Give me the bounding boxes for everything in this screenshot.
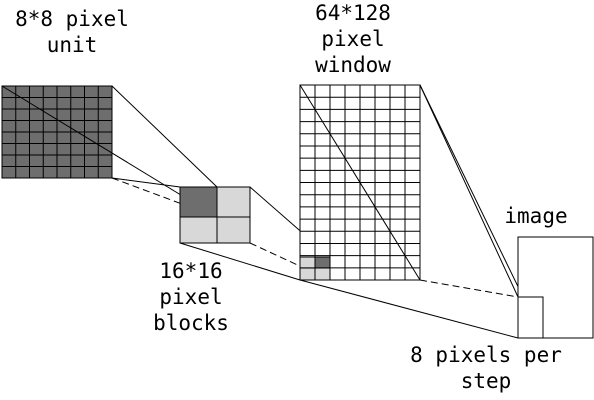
block-to-window-line-bottom (249, 242, 331, 281)
label-pixel-window-line1: 64*128 (315, 1, 391, 25)
window-to-image-line-bottom (419, 279, 519, 298)
block-cell-light (216, 216, 251, 244)
label-pixel-blocks-line2: pixel (159, 285, 223, 309)
label-pixel-window-line2: pixel (321, 27, 385, 51)
label-pixel-unit: 8*8 pixel unit (0, 6, 144, 58)
window-cell-dark (314, 256, 331, 269)
image-frame (517, 236, 594, 339)
window-to-image-line-top (419, 84, 519, 298)
pixel-window-border (299, 84, 421, 281)
unit-to-block-line-left (111, 177, 181, 188)
window-cell-light (299, 256, 316, 269)
label-pixel-window-line3: window (315, 53, 391, 77)
label-pixel-blocks: 16*16 pixel blocks (141, 258, 241, 336)
label-image: image (494, 203, 578, 229)
block-cell-light (179, 216, 218, 244)
label-pixel-blocks-line1: 16*16 (159, 259, 223, 283)
label-step-line1: 8 pixels per (410, 343, 562, 367)
unit-to-block-line-top (111, 85, 218, 188)
block-to-window-line-left (179, 242, 301, 281)
sliding-window-box (517, 296, 544, 339)
window-diagonal-line (299, 84, 421, 281)
label-pixel-window: 64*128 pixel window (296, 0, 410, 78)
window-cell-light (299, 267, 316, 281)
block-cell-dark (179, 186, 218, 218)
label-step-line2: step (460, 369, 512, 393)
label-pixel-blocks-line3: blocks (153, 311, 229, 335)
label-pixel-unit-line2: unit (46, 33, 98, 57)
window-to-image-line-left (299, 279, 519, 339)
block-cell-light (216, 186, 251, 218)
label-step: 8 pixels per step (388, 342, 584, 394)
label-image-line1: image (504, 204, 568, 228)
label-pixel-unit-line1: 8*8 pixel (15, 7, 129, 31)
window-cell-light (314, 267, 331, 281)
